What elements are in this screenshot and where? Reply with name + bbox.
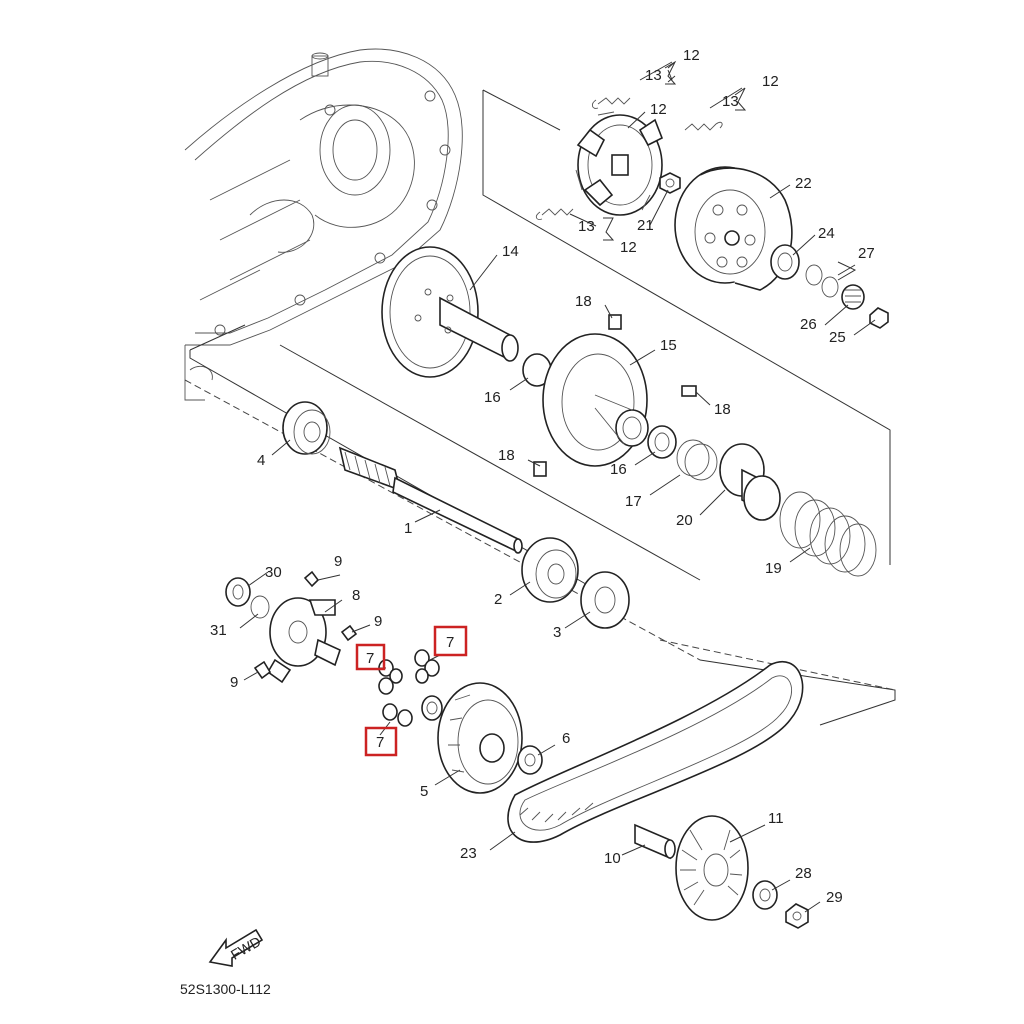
leader-lines xyxy=(239,61,876,913)
label-12: 12 xyxy=(620,239,637,256)
label-3: 3 xyxy=(553,624,561,641)
label-25: 25 xyxy=(829,329,846,346)
clutch-carrier-assembly xyxy=(575,111,681,216)
label-10: 10 xyxy=(604,850,621,867)
label-27: 27 xyxy=(858,245,875,262)
label-26: 26 xyxy=(800,316,817,333)
highlight-box xyxy=(355,643,386,671)
label-4: 4 xyxy=(257,452,265,469)
compression-spring xyxy=(779,491,877,577)
bearing-2 xyxy=(521,537,579,603)
label-28: 28 xyxy=(795,865,812,882)
label-9: 9 xyxy=(230,674,238,691)
weight-rollers-7 xyxy=(378,649,440,727)
label-13: 13 xyxy=(645,67,662,84)
label-17: 17 xyxy=(625,493,642,510)
label-16: 16 xyxy=(610,461,627,478)
label-7: 7 xyxy=(376,734,384,751)
callout-labels: 12 13 12 13 12 22 13 12 21 24 27 14 18 2… xyxy=(210,47,875,906)
label-2: 2 xyxy=(494,591,502,608)
label-31: 31 xyxy=(210,622,227,639)
label-6: 6 xyxy=(562,730,570,747)
label-21: 21 xyxy=(637,217,654,234)
o-ring-31 xyxy=(250,595,270,619)
label-30: 30 xyxy=(265,564,282,581)
fwd-arrow-icon: FWD xyxy=(208,928,263,967)
clutch-housing xyxy=(674,166,793,291)
primary-fixed-sheave-11 xyxy=(675,815,749,921)
highlighted-callouts: 7 7 7 xyxy=(355,625,468,757)
diagram-code: 52S1300-L112 xyxy=(180,981,271,997)
label-18: 18 xyxy=(714,401,731,418)
label-18: 18 xyxy=(498,447,515,464)
label-13: 13 xyxy=(578,218,595,235)
label-1: 1 xyxy=(404,520,412,537)
crankcase-cover-outline xyxy=(184,48,463,401)
v-belt xyxy=(507,661,804,843)
label-12: 12 xyxy=(650,101,667,118)
label-22: 22 xyxy=(795,175,812,192)
nut-29 xyxy=(785,903,809,929)
bracket-marks xyxy=(603,60,857,281)
collar-6 xyxy=(517,745,543,775)
label-20: 20 xyxy=(676,512,693,529)
collar-spacer xyxy=(421,695,443,721)
label-29: 29 xyxy=(826,889,843,906)
collar-10 xyxy=(634,823,676,860)
secondary-sliding-sheave xyxy=(533,314,697,477)
secondary-shaft xyxy=(338,446,523,554)
label-11: 11 xyxy=(768,810,784,827)
clutch-springs xyxy=(535,97,723,220)
label-13: 13 xyxy=(722,93,739,110)
bearing-4 xyxy=(282,401,331,455)
label-7: 7 xyxy=(366,650,374,667)
seal-ring-group xyxy=(647,425,718,481)
label-12: 12 xyxy=(762,73,779,90)
label-15: 15 xyxy=(660,337,677,354)
label-19: 19 xyxy=(765,560,782,577)
label-8: 8 xyxy=(352,587,360,604)
oil-seal-3 xyxy=(580,571,630,629)
label-12: 12 xyxy=(683,47,700,64)
spring-seat-collar xyxy=(719,443,781,521)
primary-sliding-sheave-5 xyxy=(437,682,523,794)
label-18: 18 xyxy=(575,293,592,310)
label-9: 9 xyxy=(334,553,342,570)
highlight-box xyxy=(364,726,398,757)
label-14: 14 xyxy=(502,243,519,260)
washer-28 xyxy=(752,880,778,910)
label-24: 24 xyxy=(818,225,835,242)
label-9: 9 xyxy=(374,613,382,630)
bearing-seal-group xyxy=(770,244,889,329)
highlight-box xyxy=(433,625,468,657)
secondary-fixed-sheave xyxy=(381,246,519,378)
cam-plate-8 xyxy=(266,597,341,684)
label-23: 23 xyxy=(460,845,477,862)
label-16: 16 xyxy=(484,389,501,406)
label-7: 7 xyxy=(446,634,454,651)
label-5: 5 xyxy=(420,783,428,800)
oil-seal-30 xyxy=(225,577,251,607)
